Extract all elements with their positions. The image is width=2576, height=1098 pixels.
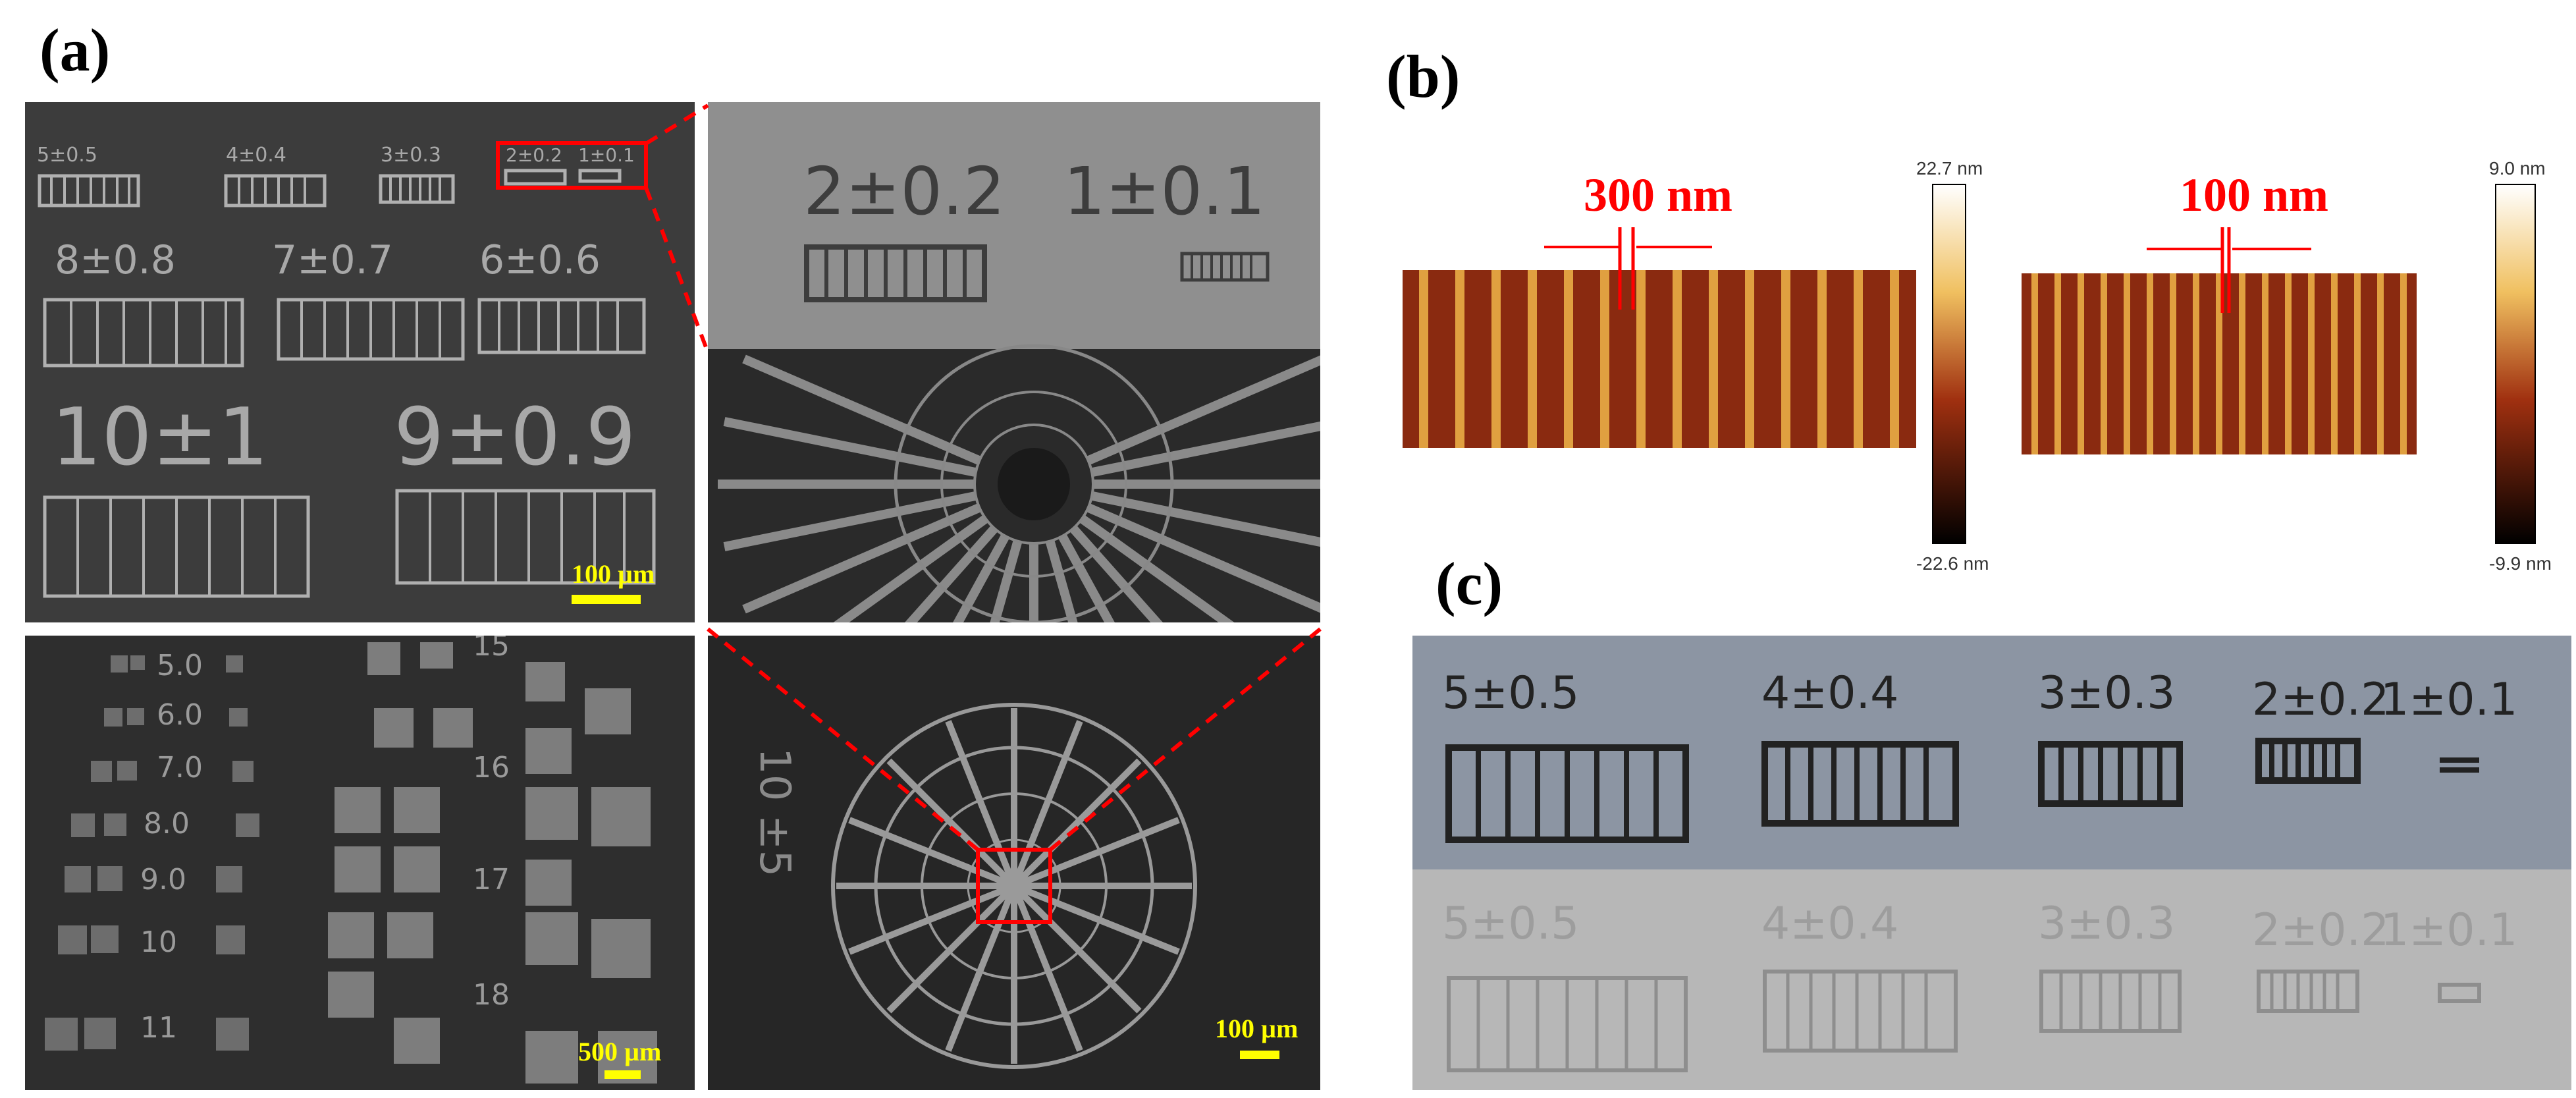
zoom-label-1: 1±0.1 bbox=[1063, 153, 1265, 230]
zoom-label-2: 2±0.2 bbox=[803, 153, 1005, 230]
scale-bar-bottom bbox=[1240, 1051, 1279, 1059]
panel-label-b: (b) bbox=[1386, 43, 1461, 110]
sem-image-top-right: 2±0.2 1±0.1 bbox=[708, 102, 1320, 622]
col1-label-11: 11 bbox=[140, 1011, 177, 1045]
label-7: 7±0.7 bbox=[272, 237, 393, 283]
cb-left-max: 22.7 nm bbox=[1916, 158, 1983, 178]
c-top-label-1: 1±0.1 bbox=[2380, 674, 2517, 726]
sem-image-top-left: 5±0.5 4±0.4 3±0.3 2±0.2 1±0.1 8±0.8 7±0.… bbox=[25, 102, 695, 622]
scale-bar-label: 100 µm bbox=[572, 559, 655, 589]
sem-image-bottom-right: 10 ±5 100 µm bbox=[708, 636, 1320, 1090]
col2-label-16: 16 bbox=[473, 751, 510, 784]
scale-bar bbox=[572, 595, 641, 604]
cb-left-min: -22.6 nm bbox=[1916, 553, 1989, 573]
scale-bar-label-500: 500 µm bbox=[578, 1037, 661, 1066]
col1-label-6: 6.0 bbox=[157, 698, 203, 732]
label-4: 4±0.4 bbox=[226, 144, 286, 167]
highlight-box bbox=[496, 141, 648, 190]
c-top-label-2: 2±0.2 bbox=[2252, 674, 2389, 726]
colorbar-left bbox=[1932, 184, 1966, 544]
col2-label-15: 15 bbox=[473, 636, 510, 663]
label-1: 1±0.1 bbox=[578, 144, 635, 166]
cb-right-max: 9.0 nm bbox=[2489, 158, 2546, 178]
c-bottom-label-2: 2±0.2 bbox=[2252, 904, 2389, 956]
label-6: 6±0.6 bbox=[479, 237, 601, 283]
colorbar-right bbox=[2495, 184, 2536, 544]
sem-image-bottom-left: 5.0 6.0 7.0 8.0 9.0 10 11 15 16 17 18 bbox=[25, 636, 695, 1090]
c-top-label-3: 3±0.3 bbox=[2038, 667, 2175, 719]
afm-label-100nm: 100 nm bbox=[2180, 169, 2328, 221]
label-10: 10±1 bbox=[51, 392, 269, 483]
col2-label-18: 18 bbox=[473, 978, 510, 1012]
label-2: 2±0.2 bbox=[506, 144, 562, 166]
optical-image-c: 5±0.5 4±0.4 3±0.3 2±0.2 1±0.1 5±0.5 4±0.… bbox=[1412, 636, 2571, 1090]
col1-label-10: 10 bbox=[140, 925, 177, 959]
col1-label-9: 9.0 bbox=[140, 863, 186, 896]
c-bottom-label-4: 4±0.4 bbox=[1761, 898, 1898, 950]
label-5: 5±0.5 bbox=[37, 144, 97, 167]
label-9: 9±0.9 bbox=[394, 392, 636, 483]
c-bottom-label-3: 3±0.3 bbox=[2038, 898, 2175, 950]
label-8: 8±0.8 bbox=[55, 237, 176, 283]
scale-bar-label-bottom: 100 µm bbox=[1215, 1014, 1298, 1043]
afm-image-left bbox=[1403, 270, 1916, 448]
label-10-5: 10 ±5 bbox=[750, 748, 799, 877]
panel-label-a: (a) bbox=[40, 16, 111, 84]
label-3: 3±0.3 bbox=[381, 144, 441, 167]
col2-label-17: 17 bbox=[473, 863, 510, 896]
scale-bar-500 bbox=[604, 1070, 641, 1079]
c-top-label-4: 4±0.4 bbox=[1761, 667, 1898, 719]
col1-label-7: 7.0 bbox=[157, 751, 203, 784]
col1-label-8: 8.0 bbox=[144, 807, 190, 840]
afm-label-300nm: 300 nm bbox=[1584, 169, 1732, 221]
afm-panel-b: 300 nm 22.7 nm -22.6 nm 100 nm 9.0 n bbox=[1396, 151, 2576, 573]
c-top-label-5: 5±0.5 bbox=[1442, 667, 1579, 719]
c-bottom-label-1: 1±0.1 bbox=[2380, 904, 2517, 956]
col1-label-5: 5.0 bbox=[157, 649, 203, 682]
panel-label-c: (c) bbox=[1436, 550, 1503, 617]
c-bottom-label-5: 5±0.5 bbox=[1442, 898, 1579, 950]
cb-right-min: -9.9 nm bbox=[2489, 553, 2552, 573]
highlight-box-center bbox=[976, 848, 1052, 924]
